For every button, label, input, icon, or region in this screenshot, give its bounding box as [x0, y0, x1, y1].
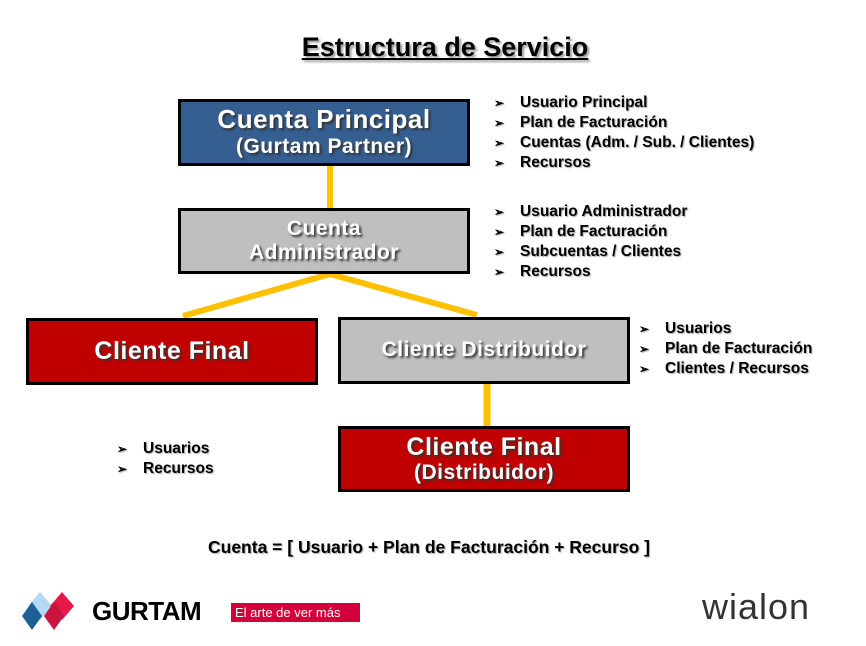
box-cuenta-principal: Cuenta Principal (Gurtam Partner) — [178, 99, 470, 166]
box-line: (Distribuidor) — [414, 461, 554, 485]
list-item: Usuarios — [117, 439, 214, 459]
list-distribuidor: Usuarios Plan de Facturación Clientes / … — [639, 319, 812, 379]
list-item: Usuario Principal — [494, 93, 754, 113]
wialon-logo: wialon — [702, 586, 811, 627]
list-admin: Usuario Administrador Plan de Facturació… — [494, 202, 687, 282]
box-line: Cliente Distribuidor — [381, 338, 587, 362]
connector-admin-distribuidor — [329, 271, 478, 318]
box-cliente-final-distribuidor: Cliente Final (Distribuidor) — [338, 426, 630, 492]
gurtam-logo: GURTAM — [92, 596, 202, 626]
list-item: Usuarios — [639, 319, 812, 339]
box-cliente-distribuidor: Cliente Distribuidor — [338, 317, 630, 384]
list-item: Usuario Administrador — [494, 202, 687, 222]
gurtam-logo-icon — [22, 592, 74, 630]
list-item: Clientes / Recursos — [639, 359, 812, 379]
box-line: Cliente Final — [406, 432, 562, 461]
box-cuenta-administrador: Cuenta Administrador — [178, 208, 470, 274]
connector-admin-final — [182, 271, 331, 319]
list-item: Subcuentas / Clientes — [494, 242, 687, 262]
list-item: Cuentas (Adm. / Sub. / Clientes) — [494, 133, 754, 153]
list-item: Plan de Facturación — [494, 222, 687, 242]
list-cliente-final: Usuarios Recursos — [117, 439, 214, 479]
box-line: Cliente Final — [94, 337, 250, 366]
list-item: Recursos — [494, 262, 687, 282]
list-item: Plan de Facturación — [494, 113, 754, 133]
box-line: Cuenta — [286, 216, 362, 240]
box-line: Cuenta Principal — [217, 104, 431, 135]
list-principal: Usuario Principal Plan de Facturación Cu… — [494, 93, 754, 173]
box-line: (Gurtam Partner) — [235, 135, 413, 159]
list-item: Recursos — [117, 459, 214, 479]
formula: Cuenta = [ Usuario + Plan de Facturación… — [208, 537, 650, 557]
diagram-title: Estructura de Servicio — [301, 32, 589, 62]
list-item: Plan de Facturación — [639, 339, 812, 359]
box-cliente-final: Cliente Final — [26, 318, 318, 385]
box-line: Administrador — [248, 241, 399, 264]
tagline: El arte de ver más — [231, 603, 360, 622]
list-item: Recursos — [494, 153, 754, 173]
